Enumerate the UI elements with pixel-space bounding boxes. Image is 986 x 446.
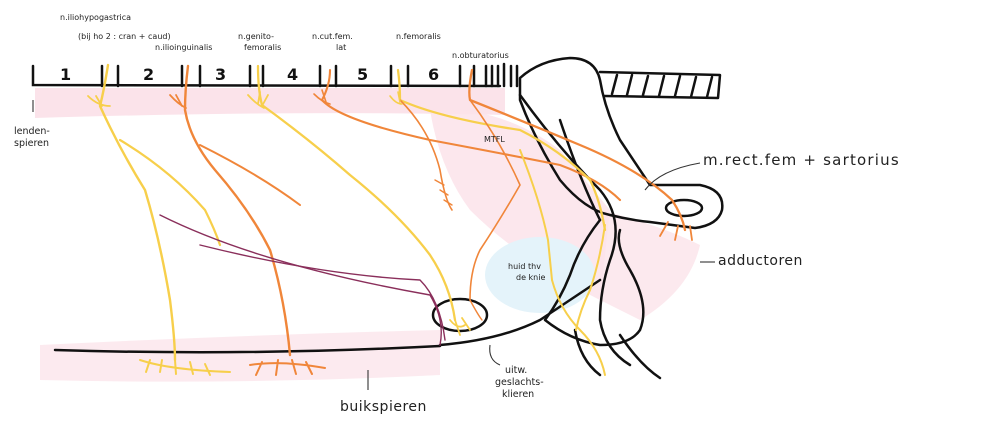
muscle-shading — [35, 88, 700, 382]
label-n-genitofemoralis-2: femoralis — [244, 44, 281, 52]
buikspieren-shading — [40, 330, 440, 382]
label-buikspieren: buikspieren — [340, 400, 427, 415]
label-n-cut-fem-lat-2: lat — [336, 44, 346, 52]
label-n-ilioinguinalis: n.ilioinguinalis — [155, 44, 212, 52]
label-huid-thv-de-knie-1: huid thv — [508, 263, 541, 271]
label-lendenspieren-2: spieren — [14, 139, 49, 149]
sacrum-hatching — [612, 75, 712, 97]
segment-1: 1 — [60, 65, 71, 84]
label-huid-thv-de-knie-2: de knie — [516, 274, 545, 282]
nerve-genital-branch-1 — [160, 215, 441, 345]
segment-2: 2 — [143, 65, 154, 84]
nerve-genital-branch-2 — [200, 245, 445, 340]
label-mtfl: MTFL — [484, 136, 505, 144]
label-n-femoralis: n.femoralis — [396, 33, 441, 41]
nerve-genitofemoralis-ends — [450, 318, 470, 335]
label-uitw-1: uitw. — [505, 366, 527, 376]
nerve-femoralis-branch-ends — [435, 180, 452, 205]
segment-6: 6 — [428, 65, 439, 84]
leader-uitw — [490, 345, 500, 365]
segment-4: 4 — [287, 65, 298, 84]
label-uitw-3: klieren — [502, 390, 534, 400]
label-m-rect-fem-sartorius: m.rect.fem + sartorius — [703, 153, 900, 169]
sacrum-hatch — [486, 64, 517, 86]
label-n-cut-fem-lat-1: n.cut.fem. — [312, 33, 353, 41]
segment-5: 5 — [357, 65, 368, 84]
label-n-genitofemoralis-1: n.genito- — [238, 33, 274, 41]
acetabulum — [666, 200, 702, 216]
segment-3: 3 — [215, 65, 226, 84]
label-adductoren: adductoren — [718, 254, 803, 269]
label-n-iliohypogastrica: n.iliohypogastrica — [60, 14, 131, 22]
label-uitw-2: geslachts- — [495, 378, 544, 388]
label-lendenspieren-1: lenden- — [14, 127, 50, 137]
label-iliohypogastrica-note: (bij ho 2 : cran + caud) — [78, 33, 171, 41]
label-n-obturatorius: n.obturatorius — [452, 52, 509, 60]
nerve-ilioinguinalis-branch — [200, 145, 300, 205]
